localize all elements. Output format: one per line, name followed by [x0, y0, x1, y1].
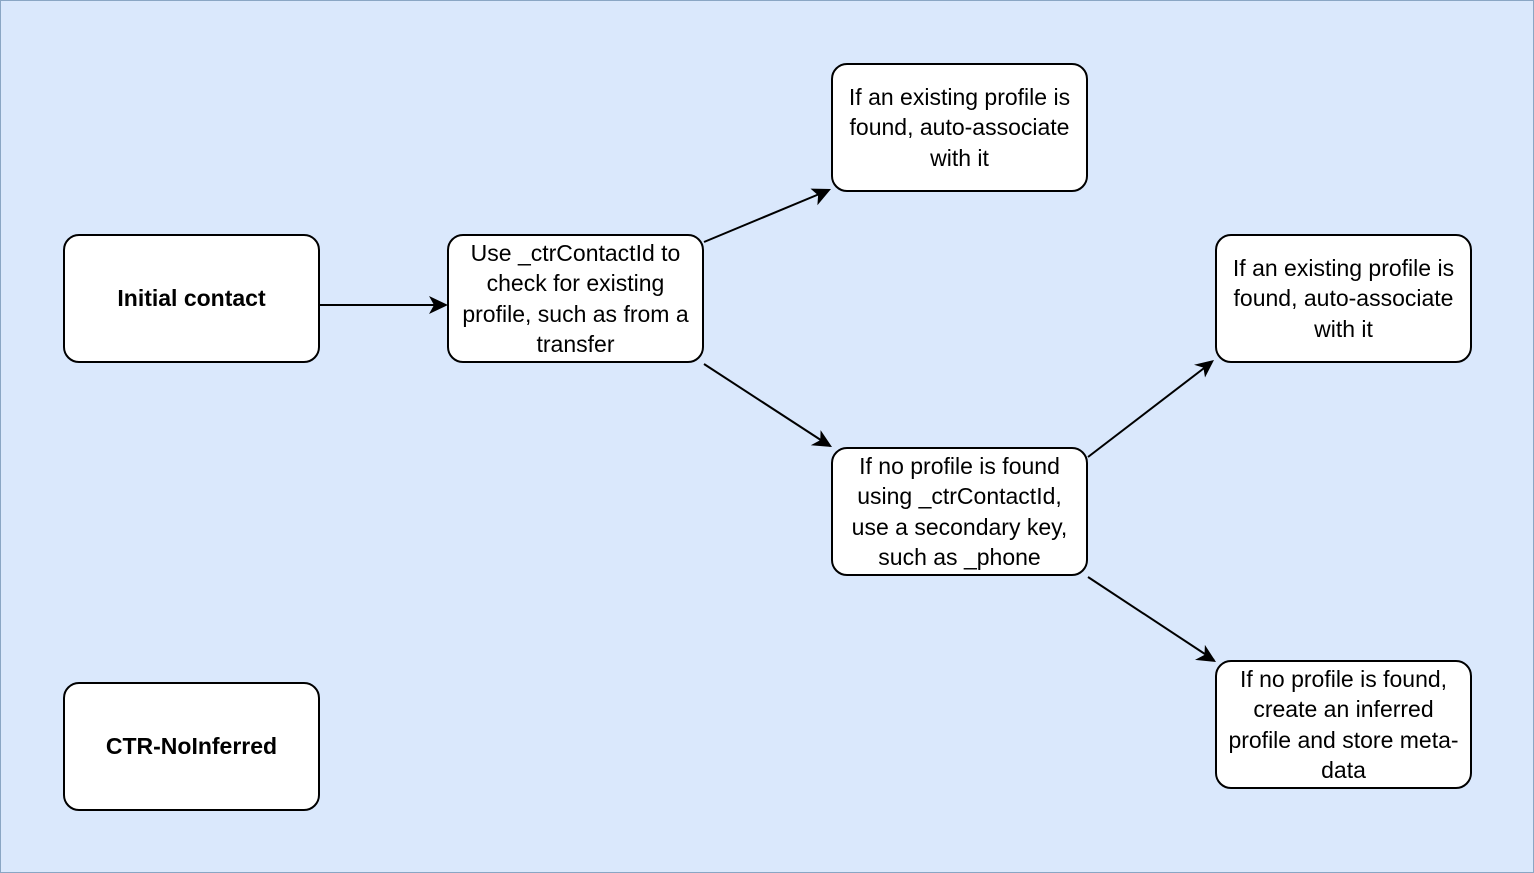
node-secondary-key-lookup: If no profile is found using _ctrContact… — [831, 447, 1088, 576]
edge-secondary-to-create-inferred — [1087, 576, 1215, 661]
node-check-ctr-contact-id-label: Use _ctrContactId to check for existing … — [462, 239, 689, 358]
node-initial-contact-label: Initial contact — [117, 285, 266, 312]
arrowhead-secondary-to-create-inferred — [1195, 644, 1216, 662]
arrowhead-initial-to-check — [429, 296, 448, 314]
node-create-inferred-profile-label: If no profile is found, create an inferr… — [1228, 665, 1459, 784]
node-ctr-noinferred: CTR-NoInferred — [63, 682, 320, 811]
node-existing-profile-top: If an existing profile is found, auto-as… — [831, 63, 1088, 192]
node-create-inferred-profile: If no profile is found, create an inferr… — [1215, 660, 1472, 789]
arrowhead-check-to-existing-top — [810, 188, 831, 206]
edge-check-to-existing-top — [703, 189, 830, 243]
node-existing-profile-top-label: If an existing profile is found, auto-as… — [848, 83, 1071, 171]
edge-check-to-secondary — [703, 363, 831, 447]
node-secondary-key-lookup-label: If no profile is found using _ctrContact… — [851, 452, 1068, 571]
node-existing-profile-right-label: If an existing profile is found, auto-as… — [1232, 254, 1455, 342]
arrowhead-secondary-to-existing-right — [1194, 360, 1214, 378]
node-ctr-noinferred-label: CTR-NoInferred — [105, 733, 278, 760]
node-initial-contact: Initial contact — [63, 234, 320, 363]
edge-secondary-to-existing-right — [1087, 361, 1213, 458]
arrowhead-check-to-secondary — [810, 430, 832, 447]
node-existing-profile-right: If an existing profile is found, auto-as… — [1215, 234, 1472, 363]
node-check-ctr-contact-id: Use _ctrContactId to check for existing … — [447, 234, 704, 363]
